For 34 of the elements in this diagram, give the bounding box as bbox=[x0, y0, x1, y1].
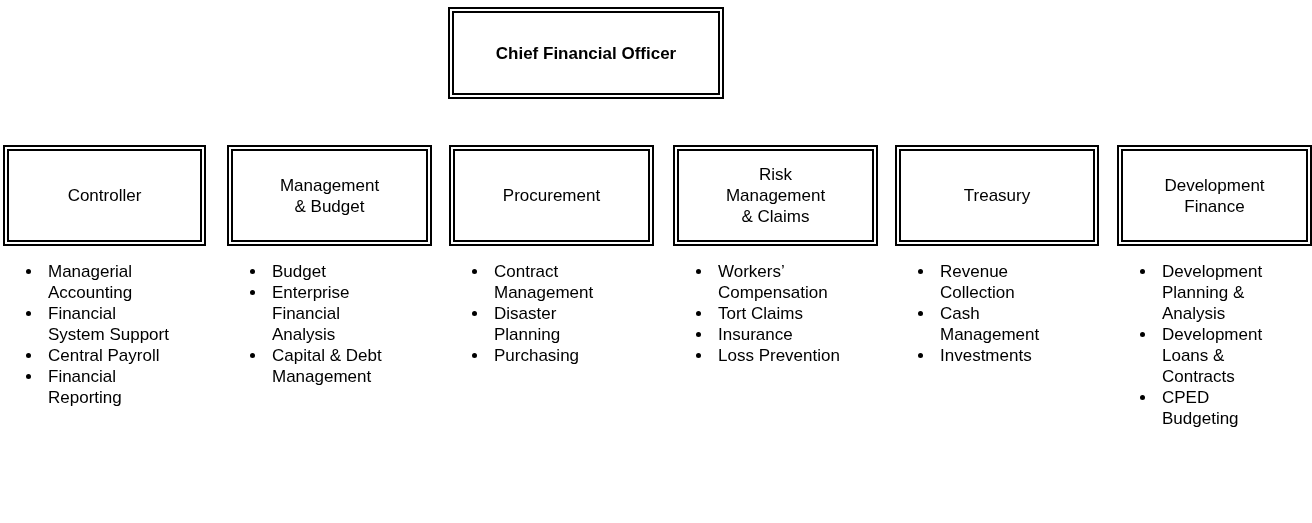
list-item: Enterprise Financial Analysis bbox=[272, 282, 351, 345]
list-item: Workers’ Compensation bbox=[718, 261, 829, 303]
list-item: Investments bbox=[940, 345, 1032, 366]
title-text: Chief Financial Officer bbox=[495, 42, 677, 64]
org-box bbox=[449, 145, 654, 246]
list-item: Purchasing bbox=[494, 345, 580, 366]
department-name: Development Finance bbox=[1163, 174, 1266, 217]
list-item: Capital & Debt Management bbox=[272, 345, 383, 387]
list-item: CPED Budgeting bbox=[1162, 387, 1240, 429]
list-item: Loss Prevention bbox=[718, 345, 840, 366]
list-item: Financial System Support bbox=[48, 303, 170, 345]
org-box bbox=[3, 145, 206, 246]
department-name: Procurement bbox=[502, 185, 601, 206]
list-item: Disaster Planning bbox=[494, 303, 562, 345]
list-item: Contract Management bbox=[494, 261, 595, 303]
department-name: Risk Management & Claims bbox=[724, 164, 827, 227]
list-item: Financial Reporting bbox=[48, 366, 123, 408]
department-name: Controller bbox=[67, 185, 142, 206]
list-item: Insurance bbox=[718, 324, 793, 345]
org-box bbox=[227, 145, 432, 246]
list-item: Cash Management bbox=[940, 303, 1041, 345]
org-box bbox=[448, 7, 724, 99]
list-item: Development Planning & Analysis bbox=[1162, 261, 1264, 324]
list-item: Tort Claims bbox=[718, 303, 803, 324]
list-item: Development Loans & Contracts bbox=[1162, 324, 1264, 387]
list-item: Budget bbox=[272, 261, 326, 282]
department-name: Management & Budget bbox=[278, 174, 381, 217]
department-name: Treasury bbox=[963, 185, 1031, 206]
list-item: Central Payroll bbox=[48, 345, 160, 366]
list-item: Revenue Collection bbox=[940, 261, 1016, 303]
org-box bbox=[895, 145, 1099, 246]
org-box bbox=[1117, 145, 1312, 246]
list-item: Managerial Accounting bbox=[48, 261, 134, 303]
org-box bbox=[673, 145, 878, 246]
